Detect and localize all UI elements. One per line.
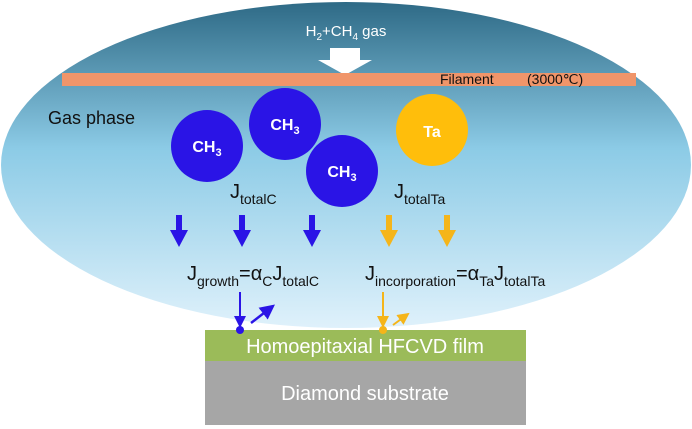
gas-inlet-arrow-icon (318, 48, 372, 75)
source-gas-label: H2+CH4 gas (306, 23, 387, 43)
tantalum-flux-arrow-icon (438, 215, 456, 247)
growth-equation: Jgrowth=αCJtotalC (187, 263, 319, 289)
incorporation-equation: Jincorporation=αTaJtotalTa (365, 263, 545, 289)
carbon-flux-arrow-icon (233, 215, 251, 247)
tantalum-flux-arrow-icon (380, 215, 398, 247)
flux-label-total-c: JtotalC (230, 181, 277, 207)
svg-text:CH3: CH3 (327, 164, 356, 184)
ta-particle: Ta (396, 94, 468, 166)
substrate-label: Diamond substrate (281, 383, 449, 405)
flux-label-total-ta: JtotalTa (394, 181, 445, 207)
film-label: Homoepitaxial HFCVD film (246, 336, 484, 358)
carbon-flux-arrow-icon (303, 215, 321, 247)
substrate-layer (205, 361, 526, 425)
tantalum-adsorption-site (379, 326, 387, 334)
carbon-desorption-arrow-icon (250, 304, 275, 324)
filament-bar (62, 73, 636, 86)
ch3-particle: CH3 (306, 135, 378, 207)
filament-label: Filament (440, 71, 494, 87)
carbon-adsorption-site (236, 326, 244, 334)
svg-text:CH3: CH3 (270, 117, 299, 137)
svg-text:CH3: CH3 (192, 139, 221, 159)
gas-phase-label: Gas phase (48, 108, 135, 128)
carbon-flux-arrow-icon (170, 215, 188, 247)
svg-text:Ta: Ta (423, 124, 441, 141)
ch3-particle: CH3 (171, 110, 243, 182)
tantalum-desorption-arrow-icon (392, 312, 410, 326)
film-layer (205, 330, 526, 361)
ch3-particle: CH3 (249, 88, 321, 160)
filament-temperature: (3000℃) (527, 71, 583, 87)
